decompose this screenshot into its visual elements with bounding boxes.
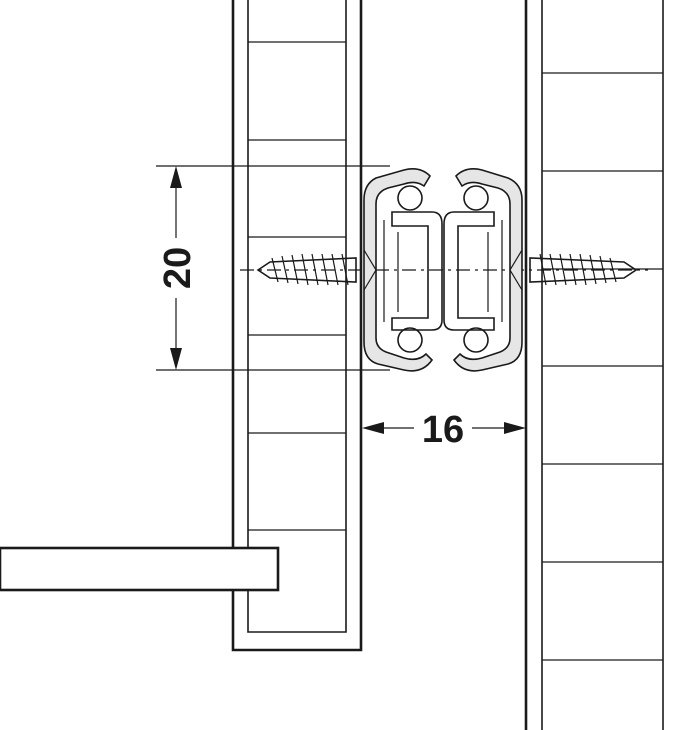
width-arrow-right: [504, 422, 526, 434]
width-dimension: 16: [362, 409, 526, 451]
height-dimension: 20: [156, 165, 390, 371]
slide-inner-rail-left: [391, 211, 443, 331]
height-dimension-label: 20: [157, 247, 199, 289]
ball-bearing-top-left: [397, 185, 423, 211]
drawer-side-inner-edge: [247, 0, 347, 633]
width-dimension-label: 16: [422, 409, 464, 451]
ball-bearing-bottom-left: [397, 327, 423, 353]
drawer-side-outer-edge: [231, 0, 363, 652]
slide-inner-rail-right: [443, 211, 495, 331]
left-screw: [256, 253, 357, 286]
drawer-side-hatching: [248, 41, 346, 531]
slide-cabinet-member: [452, 168, 523, 372]
height-arrow-bottom: [170, 348, 182, 370]
drawer-bottom-panel: [0, 546, 280, 592]
cabinet-side-hatching: [542, 72, 663, 661]
drawer-bottom-board: [0, 546, 280, 592]
drawer-slide-profile: [363, 168, 523, 372]
ball-bearing-top-right: [463, 185, 489, 211]
cabinet-side-panel: [524, 0, 664, 730]
slide-drawer-member: [363, 168, 434, 372]
height-arrow-top: [170, 166, 182, 188]
ball-bearing-bottom-right: [463, 327, 489, 353]
right-screw: [529, 253, 638, 286]
width-arrow-left: [362, 422, 384, 434]
drawer-side-panel: [231, 0, 363, 652]
